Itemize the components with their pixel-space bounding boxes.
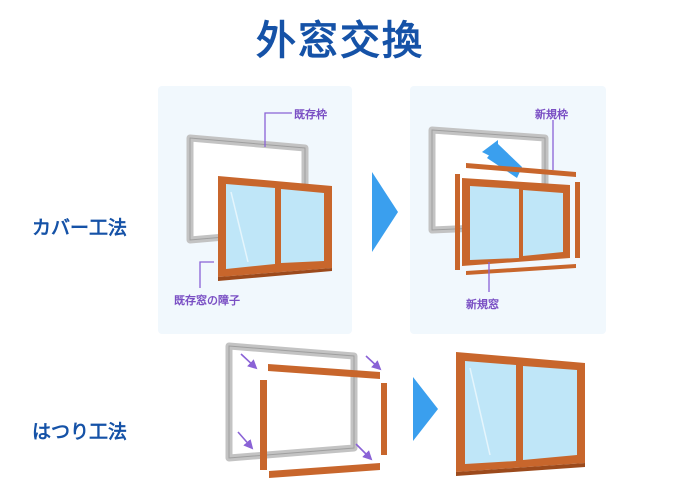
callout-existing-frame: 既存枠: [294, 108, 327, 121]
callout-new-window: 新規窓: [466, 298, 499, 311]
page-title: 外窓交換: [256, 18, 424, 64]
new-frame-pieces: [455, 163, 580, 275]
old-frame-being-removed: [225, 342, 358, 462]
new-window: [462, 178, 570, 266]
callout-existing-sash: 既存窓の障子: [174, 294, 240, 307]
step-arrow-icon: [372, 172, 398, 252]
callout-new-frame: 新規枠: [535, 108, 568, 121]
callout-line-existing-sash: [199, 261, 214, 288]
method-label-hatsuri: はつり工法: [32, 421, 128, 443]
step-arrow-icon-2: [413, 377, 438, 441]
existing-sash: [218, 176, 332, 281]
method-label-cover: カバー工法: [32, 217, 128, 239]
completed-window: [456, 352, 585, 476]
new-frame-parts: [260, 364, 387, 478]
diagonal-arrow-icon: [237, 353, 382, 461]
callout-line-existing-frame: [264, 112, 292, 147]
